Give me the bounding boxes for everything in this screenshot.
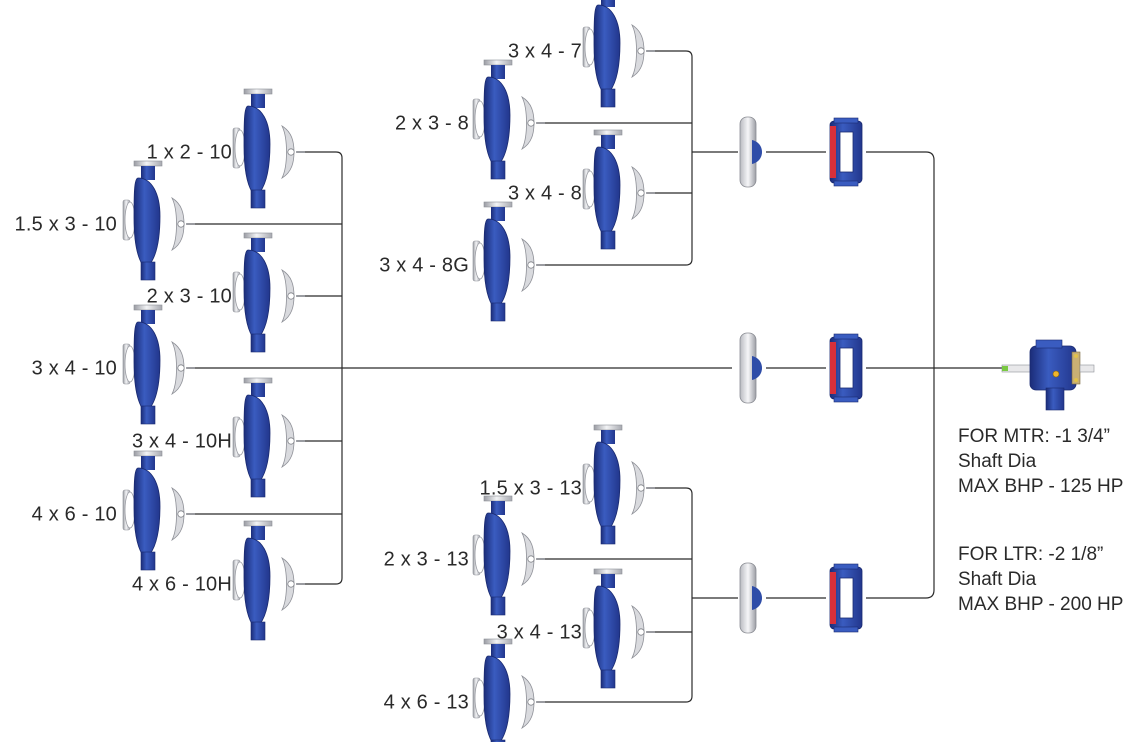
- pump-icon: [232, 377, 306, 498]
- pump-label: 3 x 4 - 7: [507, 40, 582, 63]
- pump-icon: [472, 201, 546, 322]
- pump-icon: [122, 450, 196, 571]
- pump-icon: [582, 568, 656, 689]
- pump-label: 4 x 6 - 10H: [131, 573, 232, 596]
- mtr-bhp-note: MAX BHP - 125 HP: [958, 476, 1124, 497]
- pump-icon: [232, 88, 306, 209]
- pump-label: 3 x 4 - 10: [31, 357, 117, 380]
- pump-icon: [122, 160, 196, 281]
- mtr-shaft-note: FOR MTR: -1 3/4”: [958, 426, 1111, 447]
- pump-icon: [232, 520, 306, 641]
- pump-label: 2 x 3 - 8: [394, 112, 469, 135]
- backplate-ring-icon: [739, 116, 763, 188]
- frame-adapter-icon: [829, 333, 863, 403]
- pump-label: 3 x 4 - 8G: [379, 254, 469, 277]
- pump-label: 3 x 4 - 13: [496, 621, 582, 644]
- pump-label: 1.5 x 3 - 10: [14, 213, 117, 236]
- ltr-notes: FOR LTR: -2 1/8” Shaft Dia MAX BHP - 200…: [958, 542, 1123, 617]
- pump-label: 4 x 6 - 13: [383, 691, 469, 714]
- pump-icon: [472, 495, 546, 616]
- power-frame-icon: [1001, 339, 1095, 411]
- frame-adapter-icon: [829, 563, 863, 633]
- ltr-shaft-note: FOR LTR: -2 1/8”: [958, 544, 1104, 565]
- pump-label: 3 x 4 - 10H: [131, 430, 232, 453]
- pump-label: 2 x 3 - 10: [146, 285, 232, 308]
- pump-icon: [472, 638, 546, 742]
- backplate-ring-icon: [739, 562, 763, 634]
- pump-icon: [582, 0, 656, 108]
- bottom-bus-bar: [685, 487, 693, 703]
- pump-label: 1.5 x 3 - 13: [479, 477, 582, 500]
- pump-label: 3 x 4 - 8: [507, 182, 582, 205]
- mtr-notes: FOR MTR: -1 3/4” Shaft Dia MAX BHP - 125…: [958, 424, 1123, 499]
- pump-label: 4 x 6 - 10: [31, 503, 117, 526]
- pump-label: 1 x 2 - 10: [146, 141, 232, 164]
- pump-icon: [582, 424, 656, 545]
- ltr-shaft-note-cont: Shaft Dia: [958, 569, 1037, 590]
- pump-icon: [472, 59, 546, 180]
- pump-icon: [122, 304, 196, 425]
- top-bus-bar: [685, 50, 693, 266]
- pump-icon: [582, 129, 656, 250]
- backplate-ring-icon: [739, 332, 763, 404]
- frame-adapter-icon: [829, 117, 863, 187]
- ltr-bhp-note: MAX BHP - 200 HP: [958, 594, 1124, 615]
- pump-icon: [232, 232, 306, 353]
- pump-label: 2 x 3 - 13: [383, 548, 469, 571]
- mtr-shaft-note-cont: Shaft Dia: [958, 451, 1037, 472]
- right-bus-bar: [866, 151, 935, 599]
